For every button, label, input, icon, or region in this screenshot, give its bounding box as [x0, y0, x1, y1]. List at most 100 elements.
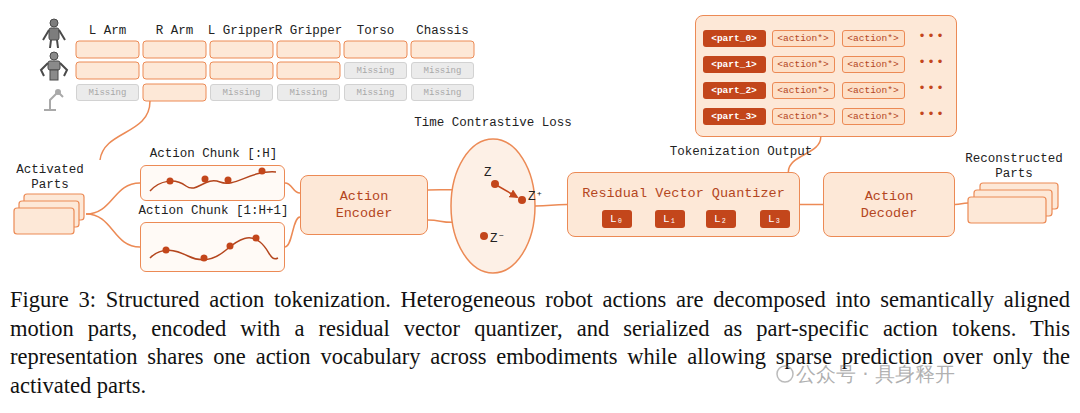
part-token-text: <part_3>	[711, 111, 757, 122]
missing-label: Missing	[424, 66, 462, 76]
box-heading: Action Chunk [1:H+1]	[111, 204, 316, 219]
robot-base	[50, 70, 58, 80]
table-cell	[344, 41, 407, 58]
ellipsis-mark: •••	[912, 81, 952, 95]
stack-sheet	[14, 208, 74, 234]
box-heading: Activated Parts	[0, 163, 100, 193]
box-label: Residual Vector Quantizer	[568, 185, 799, 202]
table-cell	[143, 41, 206, 58]
quantizer-box: Residual Vector QuantizerL₀ L₁ L₂ L₃	[567, 172, 800, 237]
robot-limbs	[43, 30, 65, 48]
action-token: <action*>	[772, 82, 835, 99]
flow-connector	[955, 203, 968, 205]
level-label: L₃	[768, 213, 781, 225]
action-chunk-box: Action Chunk [:H]	[140, 165, 285, 201]
table-cell	[76, 41, 139, 58]
stack-sheet	[980, 183, 1058, 209]
table-cell	[76, 62, 139, 79]
box-label: Action Decoder	[844, 188, 934, 222]
table-cell	[143, 62, 206, 79]
action-token: <action*>	[772, 30, 835, 47]
missing-cell: Missing	[344, 62, 407, 79]
level-label: L₀	[610, 213, 623, 225]
robot-icon	[44, 90, 63, 110]
robot-icon	[41, 52, 67, 80]
missing-label: Missing	[89, 88, 127, 98]
part-token-text: <part_0>	[711, 33, 757, 44]
action-token: <action*>	[842, 108, 905, 125]
missing-cell: Missing	[210, 84, 273, 101]
part-table	[76, 41, 474, 101]
codebook-level: L₀	[602, 210, 632, 228]
action-chunk-box: Action Chunk [1:H+1]	[140, 222, 285, 272]
action-token-text: <action*>	[847, 33, 898, 44]
action-token: <action*>	[842, 56, 905, 73]
action-token-text: <action*>	[847, 111, 898, 122]
missing-label: Missing	[424, 88, 462, 98]
robot-body	[49, 28, 59, 40]
level-label: L₁	[663, 213, 676, 225]
missing-cell: Missing	[411, 62, 474, 79]
column-header: Torso	[335, 24, 416, 39]
ellipse-shape	[451, 139, 535, 273]
latent-symbol: Z⁺	[528, 190, 543, 204]
part-token-text: <part_2>	[711, 85, 757, 96]
watermark: 公众号 · 具身释开	[796, 362, 1076, 386]
ellipse-outline	[450, 138, 536, 274]
missing-cell: Missing	[411, 84, 474, 101]
robot-head	[50, 52, 58, 60]
flow-connector	[428, 220, 452, 222]
encoder-box: Action Encoder	[300, 175, 428, 235]
stack-sheet	[968, 197, 1046, 223]
action-token: <action*>	[842, 30, 905, 47]
flow-connector	[535, 205, 567, 207]
robot-arms	[41, 63, 67, 76]
robot-icon	[43, 19, 65, 48]
robot-arm	[44, 92, 63, 110]
loss-heading: Time Contrastive Loss	[370, 116, 616, 131]
robot-head	[50, 19, 58, 27]
latent-space-ellipse: Time Contrastive LossZZ⁺Z⁻	[450, 138, 536, 274]
action-token: <action*>	[772, 108, 835, 125]
part-token-text: <part_1>	[711, 59, 757, 70]
missing-label: Missing	[357, 66, 395, 76]
flow-connector	[86, 183, 140, 214]
token-sequence-box: Tokenization Output<part_0><action*><act…	[695, 15, 957, 137]
box-heading: Reconstructed Parts	[954, 152, 1074, 182]
latent-symbol: Z	[484, 166, 492, 180]
level-label: L₂	[714, 213, 727, 225]
action-token-text: <action*>	[847, 59, 898, 70]
flow-connector	[428, 189, 452, 191]
missing-label: Missing	[290, 88, 328, 98]
leader-line	[100, 101, 150, 160]
missing-label: Missing	[223, 88, 261, 98]
part-token: <part_2>	[703, 82, 766, 99]
table-cell	[210, 41, 273, 58]
stack-sheet	[974, 190, 1052, 216]
action-token-text: <action*>	[847, 85, 898, 96]
column-header: L Gripper	[201, 24, 282, 39]
flow-connector	[800, 204, 823, 206]
action-token: <action*>	[842, 82, 905, 99]
missing-label: Missing	[357, 88, 395, 98]
codebook-level: L₂	[706, 210, 736, 228]
ellipsis-mark: •••	[912, 29, 952, 43]
table-cell	[277, 62, 340, 79]
box-label: Action Encoder	[319, 188, 409, 222]
robot-body	[48, 61, 60, 70]
stack-sheet	[24, 194, 84, 220]
missing-cell: Missing	[277, 84, 340, 101]
flow-connector	[285, 217, 300, 247]
action-token: <action*>	[772, 56, 835, 73]
ellipsis-mark: •••	[912, 107, 952, 121]
table-cell	[210, 62, 273, 79]
column-header: R Gripper	[268, 24, 349, 39]
decoder-box: Action Decoder	[823, 172, 955, 237]
codebook-level: L₃	[760, 210, 790, 228]
activated-parts-stack: Activated Parts	[14, 194, 86, 234]
part-token: <part_0>	[703, 30, 766, 47]
box-heading: Tokenization Output	[656, 145, 826, 160]
ellipsis-mark: •••	[912, 55, 952, 69]
action-token-text: <action*>	[777, 85, 828, 96]
